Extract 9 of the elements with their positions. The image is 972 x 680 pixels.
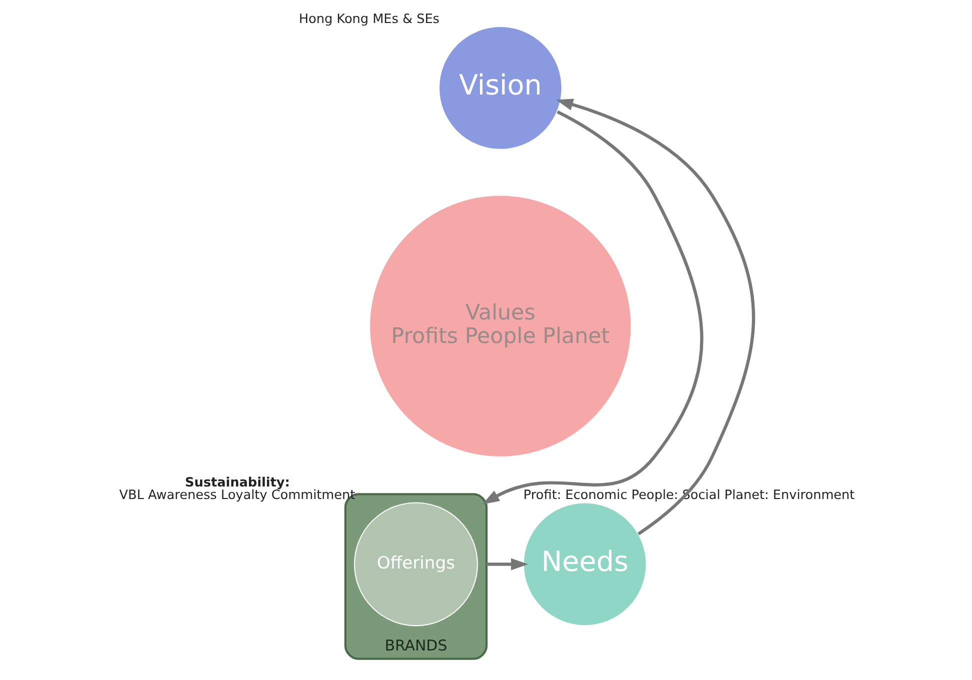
arrow [486, 558, 528, 570]
node-circle: Vision [438, 26, 562, 150]
node-label: Hong Kong MEs & SEs [298, 12, 440, 27]
node-circle: Offerings [354, 502, 478, 626]
node-circle: Needs [522, 502, 647, 626]
arrow [482, 110, 704, 504]
node-label: Sustainability: [185, 475, 290, 490]
node-circle: Values Profits People Planet [369, 194, 632, 458]
arrow [556, 98, 755, 536]
